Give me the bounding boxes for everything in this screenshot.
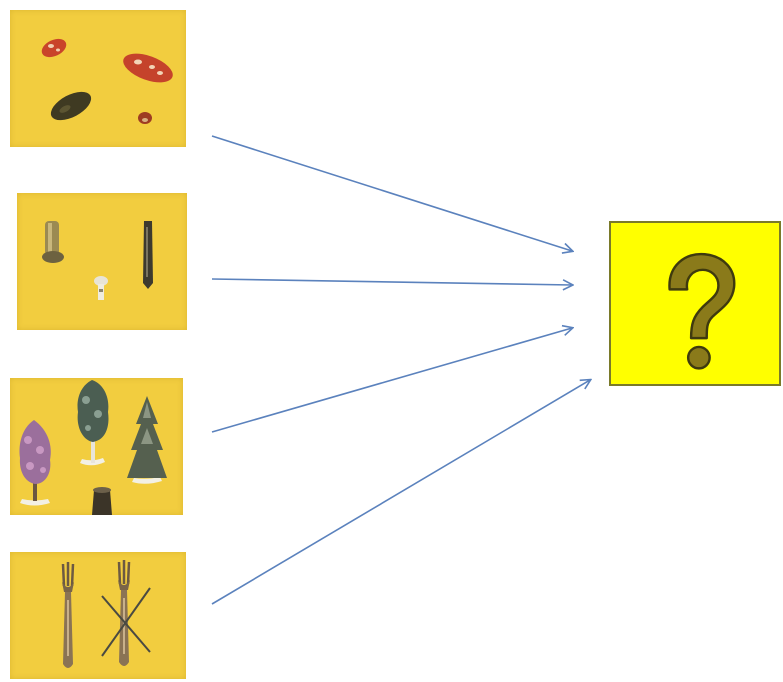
birch-tree [77,380,109,466]
mushroom-stalk-right [143,221,153,289]
fork-right [117,560,131,666]
cross-out-mark [101,587,151,657]
spruce-tree [127,396,167,484]
arrow-3 [211,328,572,433]
forks-panel [10,552,186,679]
deciduous-tree-pink [19,420,51,506]
small-white-mushroom [94,276,108,300]
red-mushroom-cap-large [123,53,173,83]
mushrooms-panel [10,10,186,147]
fork-left [61,562,75,668]
mushroom-stalk-left [42,221,64,263]
red-mushroom-cap-small [41,38,67,58]
arrow-2 [211,278,572,285]
question-mark-icon [668,252,736,370]
trees-panel [10,378,183,515]
arrow-4 [211,380,590,605]
arrow-1 [211,135,572,251]
dark-mushroom [50,91,92,121]
dried-mushrooms-illustration [42,221,153,300]
trees-illustration [19,380,167,515]
small-red-mushroom [138,112,152,124]
mushrooms-illustration [41,38,173,124]
tree-stump [92,487,112,515]
dried-mushrooms-panel [17,193,187,330]
forks-illustration [61,560,151,668]
question-box [609,221,781,386]
